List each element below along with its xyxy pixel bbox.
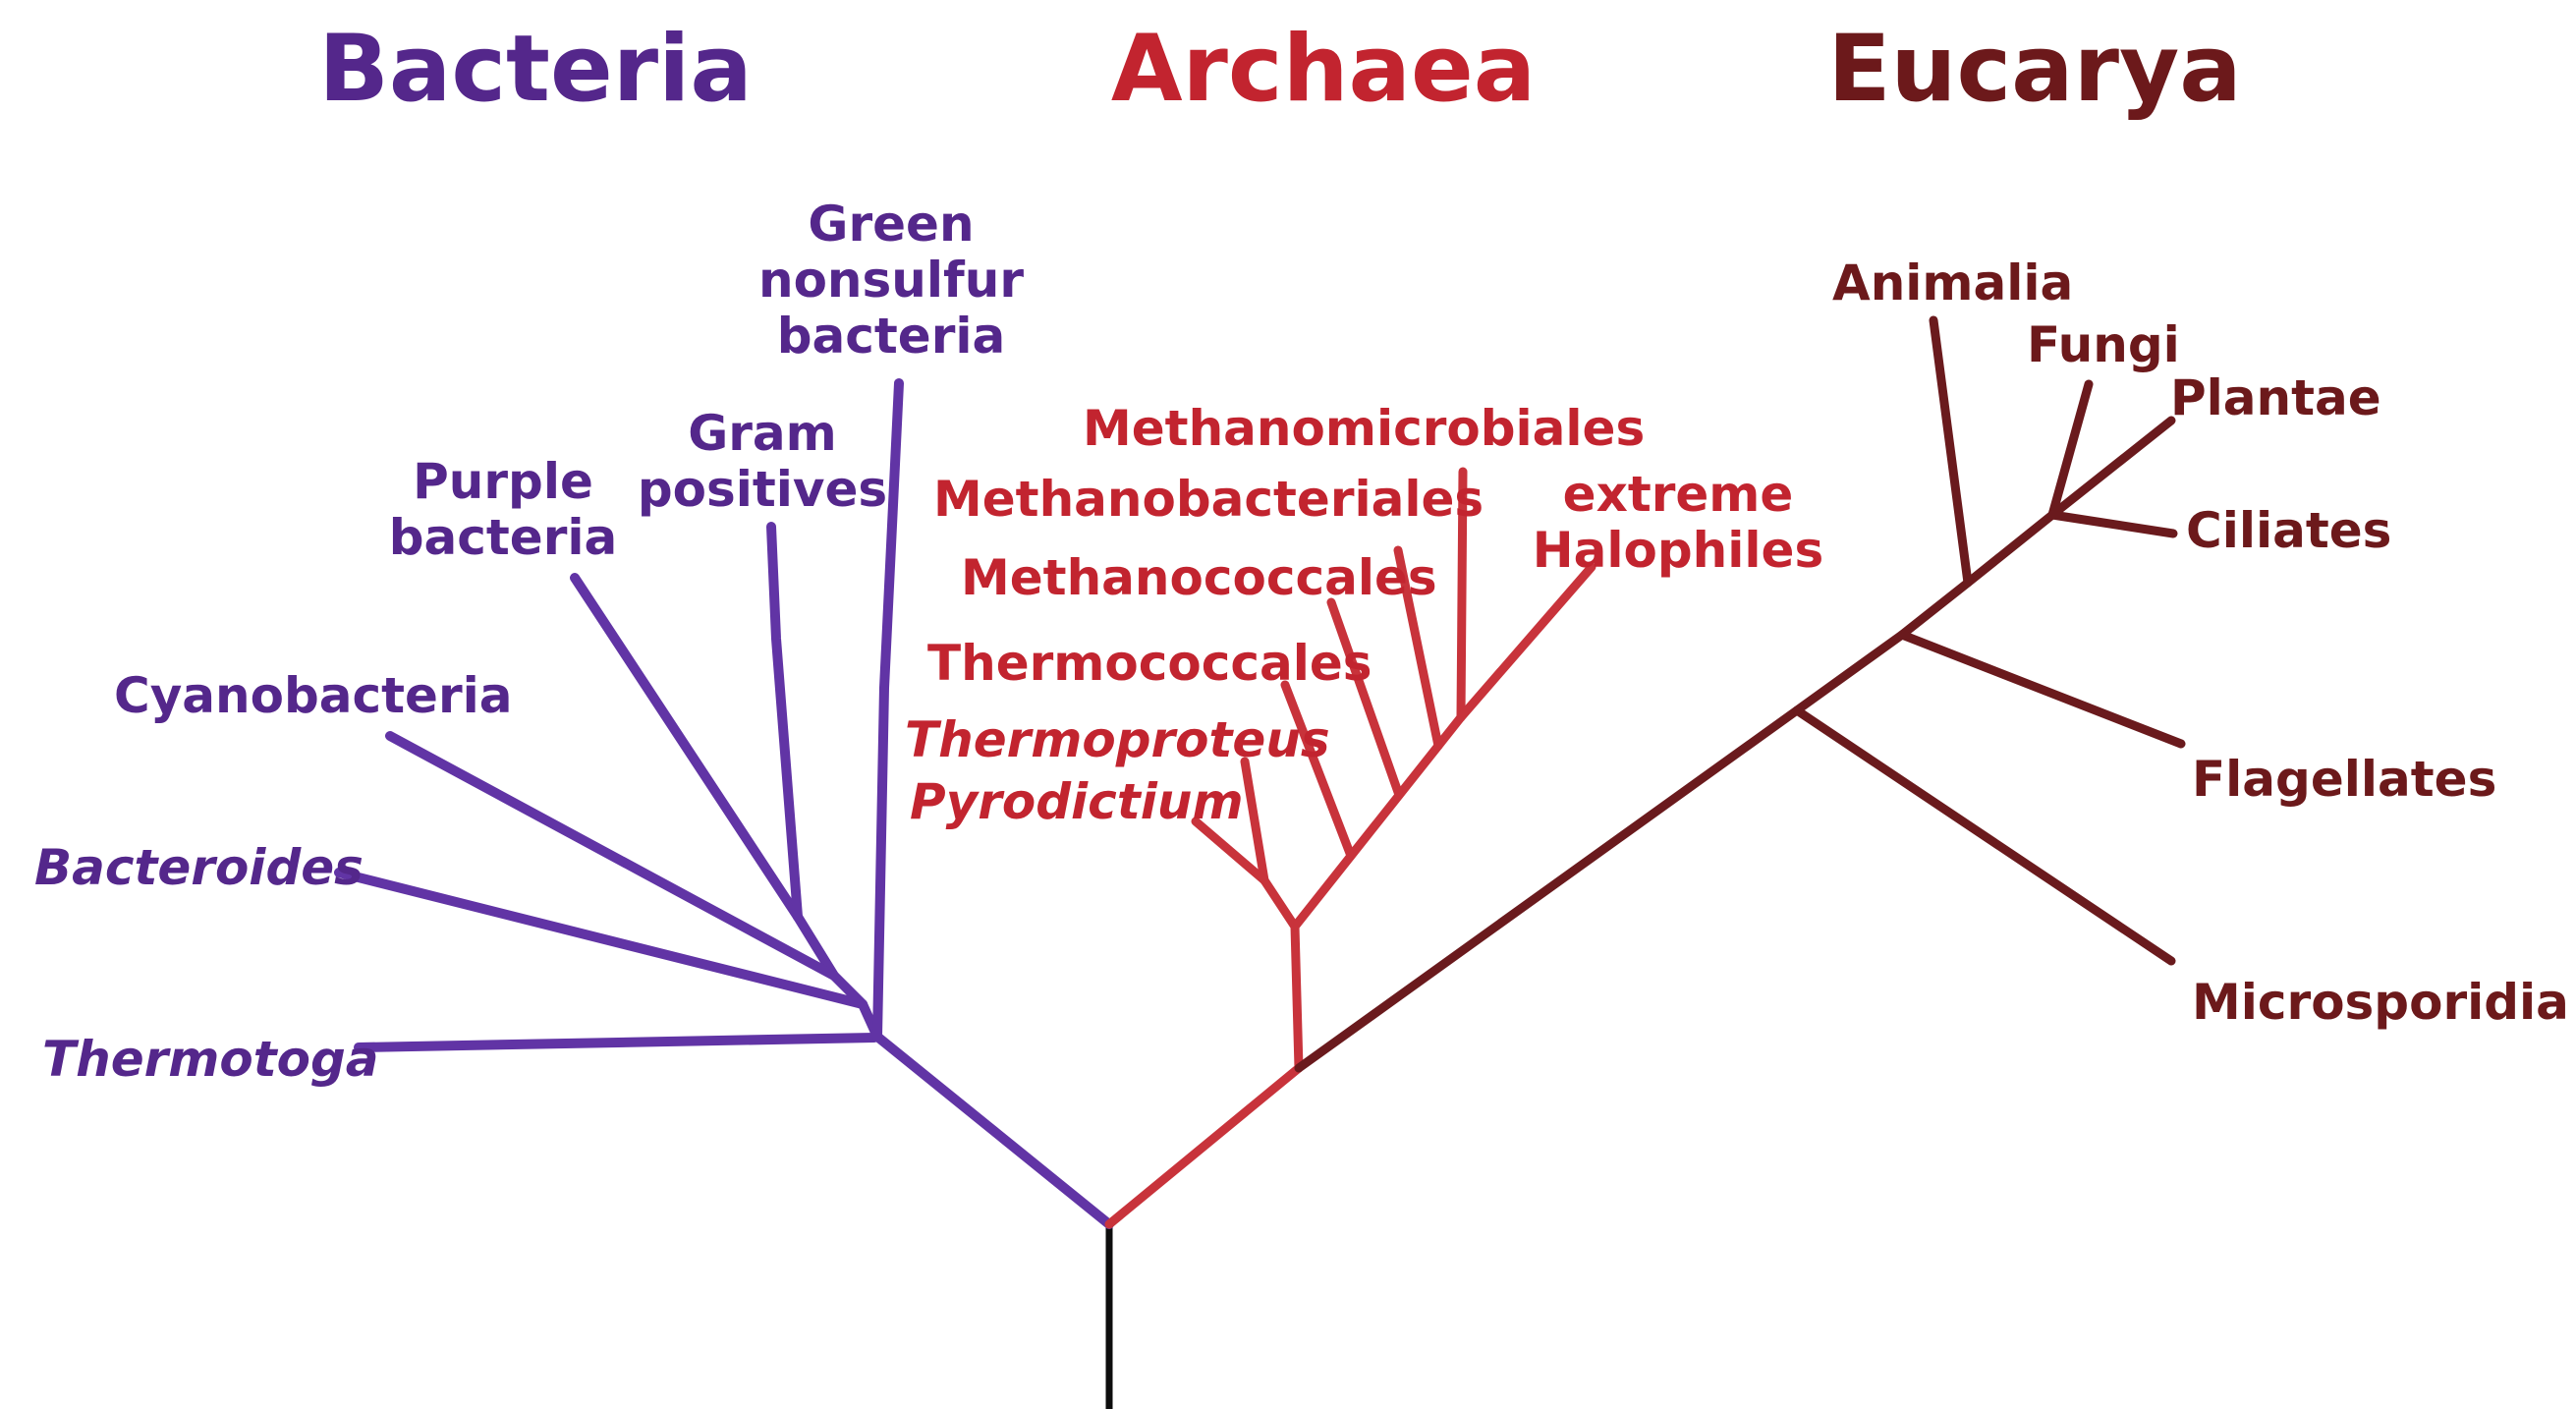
methanomicrobiales-label: Methanomicrobiales (1083, 400, 1646, 457)
extreme-halophiles-line1: extreme (1562, 466, 1794, 523)
methanococcales-label: Methanococcales (961, 549, 1437, 606)
green-nonsulfur-line3: bacteria (776, 308, 1006, 365)
methanococcales-branch (1326, 597, 1404, 800)
archaea-stem-vertical-line (1290, 922, 1304, 1073)
flagellates-label: Flagellates (2192, 751, 2497, 808)
cyanobacteria-branch (385, 731, 839, 981)
gram-positives-label: Gram positives (638, 406, 887, 518)
thermoproteus-branch (1240, 757, 1269, 885)
gram-positives-line1: Gram (688, 405, 837, 462)
extreme-halophiles-label: extreme Halophiles (1533, 467, 1823, 579)
fungi-label: Fungi (2027, 316, 2180, 373)
purple-bacteria-label: Purple bacteria (389, 454, 618, 566)
green-nonsulfur-line1: Green (808, 196, 975, 253)
microsporidia-label: Microsporidia (2192, 974, 2569, 1031)
purple-bacteria-branch (570, 573, 803, 922)
crenarchaeota-connector-line (1260, 875, 1300, 931)
methanobacteriales-label: Methanobacteriales (933, 471, 1484, 528)
archaea-stem-lower-line (1104, 1063, 1304, 1229)
purple-bacteria-line2: bacteria (388, 509, 618, 566)
microsporidia-branch (1792, 705, 2176, 966)
archaea-stem-diagonal-line (1290, 712, 1466, 931)
pyrodictium-branch (1191, 817, 1269, 885)
gram-positives-line2: positives (637, 461, 888, 518)
plantae-branch (2047, 416, 2176, 520)
gram-positives-branch (766, 522, 803, 922)
thermotoga-label: Thermotoga (42, 1031, 379, 1088)
thermotoga-branch (354, 1033, 879, 1052)
extreme-halophiles-branch (1456, 562, 1596, 722)
bacteria-stem-line (872, 1032, 1114, 1229)
bacteroides-label: Bacteroides (34, 839, 364, 896)
green-nonsulfur-line2: nonsulfur (757, 252, 1025, 309)
bacteria-domain-title: Bacteria (318, 16, 753, 123)
archaea-domain-title: Archaea (1110, 16, 1537, 123)
green-nonsulfur-branch (872, 378, 904, 1042)
pyrodictium-label: Pyrodictium (910, 773, 1244, 830)
plantae-label: Plantae (2170, 369, 2381, 426)
green-nonsulfur-label: Green nonsulfur bacteria (758, 197, 1024, 365)
fungi-branch (2047, 379, 2094, 520)
bacteroides-branch (334, 868, 868, 1009)
thermococcales-branch (1280, 680, 1356, 861)
eucarya-domain-title: Eucarya (1827, 16, 2242, 123)
flagellates-branch (1897, 630, 2186, 749)
methanobacteriales-branch (1393, 545, 1443, 751)
animalia-branch (1929, 315, 1973, 588)
thermoproteus-label: Thermoproteus (905, 711, 1330, 768)
cyanobacteria-label: Cyanobacteria (114, 667, 513, 724)
animalia-label: Animalia (1832, 254, 2074, 311)
ciliates-label: Ciliates (2186, 502, 2392, 559)
methanomicrobiales-branch (1456, 467, 1468, 722)
thermococcales-label: Thermococcales (927, 635, 1372, 692)
extreme-halophiles-line2: Halophiles (1532, 522, 1824, 579)
purple-bacteria-line1: Purple (413, 453, 593, 510)
bacteria-substem-line (793, 912, 882, 1042)
ciliates-branch (2047, 510, 2178, 538)
